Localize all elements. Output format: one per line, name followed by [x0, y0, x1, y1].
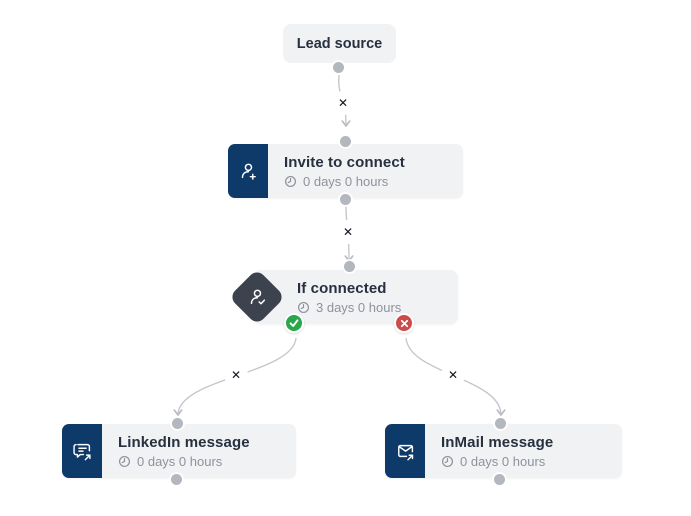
node-title: LinkedIn message — [118, 433, 250, 451]
node-text: If connected 3 days 0 hours — [253, 270, 419, 324]
port-linkedin-in[interactable] — [172, 418, 183, 429]
wire-gap — [224, 363, 248, 387]
node-linkedin-message[interactable]: LinkedIn message 0 days 0 hours — [62, 424, 296, 478]
chat-forward-icon — [62, 424, 102, 478]
delete-connector-icon: ✕ — [447, 368, 459, 382]
clock-icon — [441, 455, 454, 467]
user-plus-icon — [228, 144, 268, 198]
clock-icon — [118, 455, 131, 467]
node-text: LinkedIn message 0 days 0 hours — [102, 424, 268, 478]
node-if-connected[interactable]: If connected 3 days 0 hours — [253, 270, 458, 324]
clock-icon — [297, 301, 310, 313]
node-title: InMail message — [441, 433, 554, 451]
node-delay: 0 days 0 hours — [441, 454, 553, 469]
port-leadsource-out[interactable] — [333, 62, 344, 73]
condition-no-port[interactable] — [394, 313, 414, 333]
wire-gap — [331, 91, 355, 115]
clock-icon — [284, 175, 297, 187]
node-lead-source[interactable]: Lead source — [283, 24, 396, 63]
mail-forward-icon — [385, 424, 425, 478]
delete-connector-button[interactable]: ✕ — [339, 223, 357, 241]
node-title: Lead source — [296, 35, 383, 52]
delay-text: 0 days 0 hours — [137, 453, 223, 469]
delete-connector-icon: ✕ — [230, 368, 242, 382]
node-title: Invite to connect — [284, 153, 405, 171]
delete-connector-icon: ✕ — [337, 96, 349, 110]
node-text: InMail message 0 days 0 hours — [425, 424, 571, 478]
node-delay: 0 days 0 hours — [118, 454, 250, 469]
node-text: Invite to connect 0 days 0 hours — [268, 144, 423, 198]
port-inmail-in[interactable] — [495, 418, 506, 429]
node-delay: 3 days 0 hours — [297, 300, 401, 315]
node-title: If connected — [297, 279, 387, 297]
node-invite-to-connect[interactable]: Invite to connect 0 days 0 hours — [228, 144, 463, 198]
condition-yes-port[interactable] — [284, 313, 304, 333]
delete-connector-button[interactable]: ✕ — [444, 366, 462, 384]
delay-text: 0 days 0 hours — [303, 173, 389, 189]
cross-icon — [400, 319, 408, 327]
delete-connector-button[interactable]: ✕ — [227, 366, 245, 384]
port-ifconnected-in[interactable] — [344, 261, 355, 272]
port-invite-in[interactable] — [340, 136, 351, 147]
port-invite-out[interactable] — [340, 194, 351, 205]
wire-gap — [336, 220, 360, 244]
delay-text: 3 days 0 hours — [316, 299, 402, 315]
user-check-icon — [228, 268, 286, 326]
delete-connector-button[interactable]: ✕ — [334, 94, 352, 112]
wire-gap — [441, 363, 465, 387]
port-linkedin-out[interactable] — [171, 474, 182, 485]
node-inmail-message[interactable]: InMail message 0 days 0 hours — [385, 424, 622, 478]
delete-connector-icon: ✕ — [342, 225, 354, 239]
port-inmail-out[interactable] — [494, 474, 505, 485]
check-icon — [289, 319, 299, 327]
node-delay: 0 days 0 hours — [284, 174, 405, 189]
delay-text: 0 days 0 hours — [460, 453, 546, 469]
